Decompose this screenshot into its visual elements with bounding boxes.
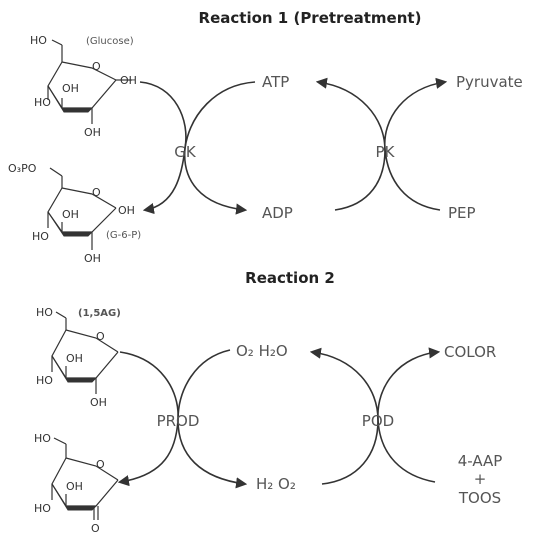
product-structure: HO O OH HO O [34,432,119,535]
ag-oh-bottom: OH [90,396,107,409]
prod-cofactor-arc [177,349,248,489]
product-ketone-o: O [91,522,100,535]
ag-ho-left: HO [36,374,53,387]
color-label: COLOR [444,343,496,361]
glucose-structure: (Glucose) HO O OH HO OH OH [30,34,137,139]
product-oh-mid: OH [66,480,83,493]
ag-structure: HO (1,5AG) O OH HO OH [36,306,121,409]
product-o-ring: O [96,458,105,471]
g6p-o3po: O₃PO [8,162,37,175]
atp-label: ATP [262,73,289,91]
g6p-oh-bottom: OH [84,252,101,265]
ag-ho-top: HO [36,306,53,319]
g6p-ho-left: HO [32,230,49,243]
ag-oh-mid: OH [66,352,83,365]
reaction1-title: Reaction 1 (Pretreatment) [199,9,422,27]
h2o2-label: H₂ O₂ [256,475,296,493]
aap-label: 4-AAP [458,452,503,470]
glucose-oh-mid: OH [62,82,79,95]
g6p-oh-anomeric: OH [118,204,135,217]
pk-substrate-arc [384,77,448,211]
glucose-oh-bottom: OH [84,126,101,139]
g6p-label: (G-6-P) [106,230,141,241]
pk-enzyme-label: PK [376,143,396,161]
prod-enzyme-label: PROD [157,412,200,430]
glucose-ho-left: HO [34,96,51,109]
o2h2o-label: O₂ H₂O [236,342,288,360]
glucose-oh-anomeric: OH [120,74,137,87]
pod-substrate-arc [377,347,441,483]
gk-cofactor-arc [183,81,256,215]
glucose-label: (Glucose) [86,36,134,47]
gk-enzyme-label: GK [174,143,197,161]
pod-enzyme-label: POD [362,412,394,430]
glucose-ho-top: HO [30,34,47,47]
plus-label: + [474,470,487,488]
product-ho-left: HO [34,502,51,515]
adp-label: ADP [262,204,293,222]
product-ho-top: HO [34,432,51,445]
g6p-structure: O₃PO O OH HO OH (G-6-P) OH [8,162,141,265]
g6p-o-ring: O [92,186,101,199]
pep-label: PEP [448,204,476,222]
pyruvate-label: Pyruvate [456,73,523,91]
reaction2-title: Reaction 2 [245,269,335,287]
toos-label: TOOS [458,489,501,507]
ag-o-ring: O [96,330,105,343]
glucose-o-ring: O [92,60,101,73]
ag-label: (1,5AG) [78,308,121,319]
g6p-oh-mid: OH [62,208,79,221]
